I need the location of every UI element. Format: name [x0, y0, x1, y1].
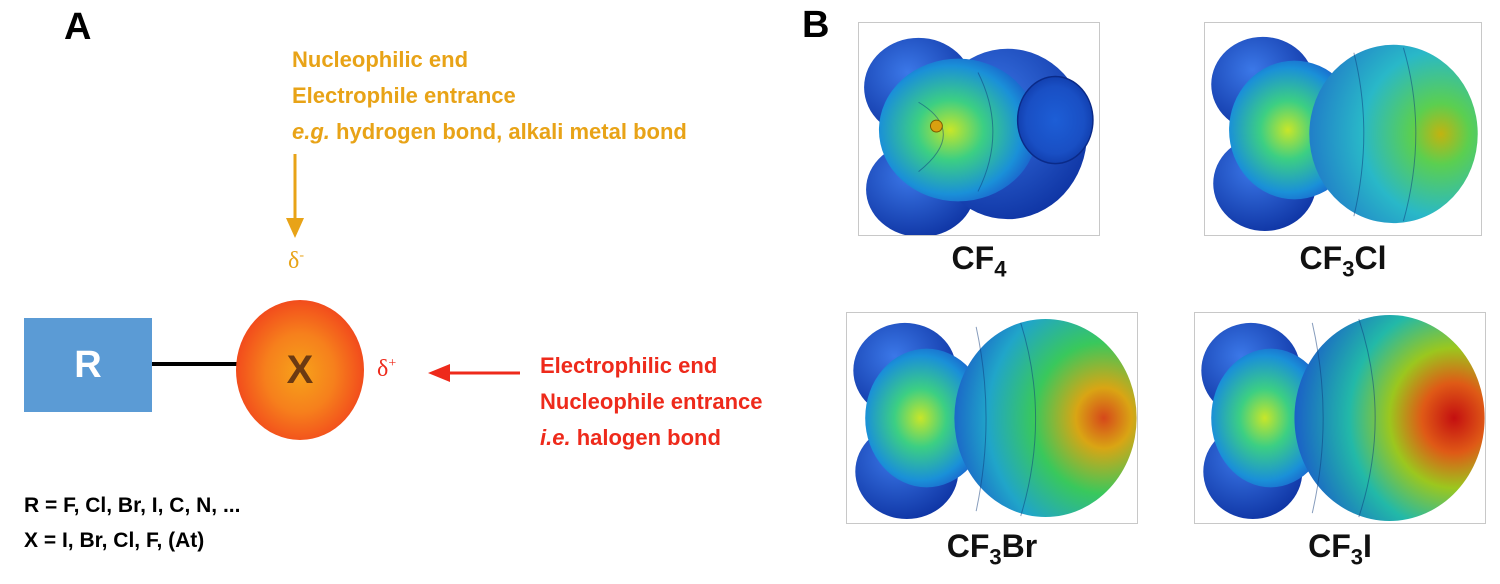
halogen-atom: X: [236, 300, 364, 440]
note-line: i.e. halogen bond: [540, 425, 721, 450]
note-line: Electrophilic end: [540, 353, 718, 378]
note-line: Nucleophile entrance: [540, 389, 763, 414]
x-definition: X = I, Br, Cl, F, (At): [24, 529, 205, 552]
panel-b-letter: B: [802, 4, 830, 46]
label-cf3br: CF3Br: [946, 528, 1038, 570]
note-line: Nucleophilic end: [292, 47, 469, 72]
label-cf4: CF4: [951, 240, 1007, 282]
delta-minus-label: δ-: [288, 248, 304, 274]
nucleophilic-end-note: Nucleophilic end Electrophile entrance e…: [292, 42, 687, 150]
esp-surface: [853, 318, 1137, 520]
label-cf3cl: CF3Cl: [1299, 240, 1387, 282]
esp-surface: [1211, 36, 1478, 232]
r-definition: R = F, Cl, Br, I, C, N, ...: [24, 494, 241, 517]
esp-map-cf4: [858, 22, 1100, 236]
definitions: R = F, Cl, Br, I, C, N, ... X = I, Br, C…: [24, 488, 240, 558]
r-group-box: R: [24, 318, 152, 412]
esp-surface: [864, 37, 1094, 235]
delta-plus-label: δ+: [377, 356, 397, 382]
esp-surface: [1201, 314, 1485, 522]
down-arrow: [286, 154, 304, 238]
esp-map-cf3br: [846, 312, 1138, 524]
r-x-bond: [152, 362, 238, 366]
esp-map-cf3i: [1194, 312, 1486, 524]
label-cf3i: CF3I: [1308, 528, 1372, 570]
esp-map-cf3cl: [1204, 22, 1482, 236]
panel-a-letter: A: [64, 6, 92, 48]
left-arrow: [428, 364, 520, 382]
note-line: Electrophile entrance: [292, 83, 516, 108]
electrophilic-end-note: Electrophilic end Nucleophile entrance i…: [540, 348, 763, 456]
note-line: e.g. hydrogen bond, alkali metal bond: [292, 119, 687, 144]
